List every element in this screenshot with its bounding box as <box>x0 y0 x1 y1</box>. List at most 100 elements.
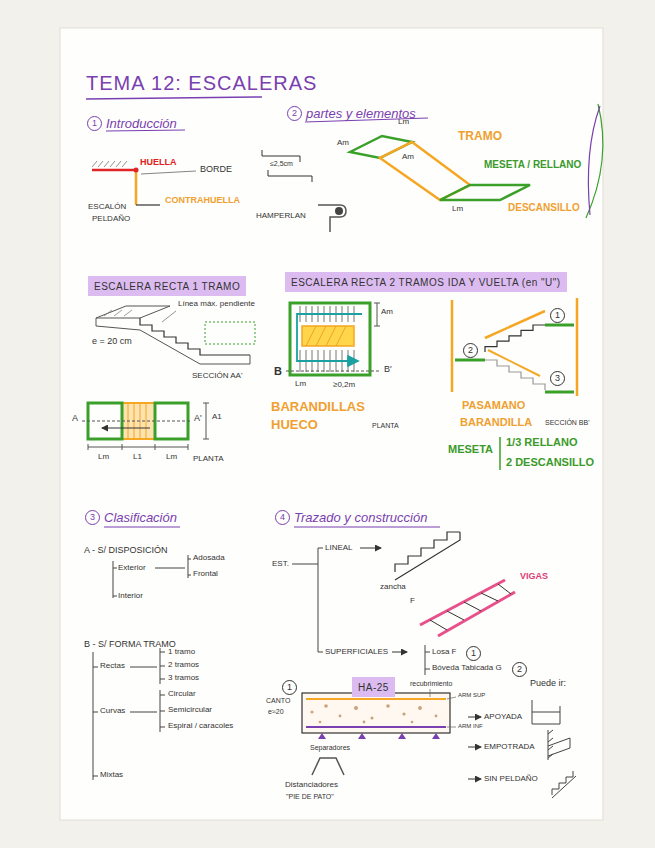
text-label: MESETA / RELLANO <box>484 159 581 170</box>
text-label: B' <box>384 365 392 375</box>
text-label: TRAMO <box>458 130 502 143</box>
text-label: Lm <box>295 380 306 389</box>
callout-number: 2 <box>463 341 478 359</box>
highlight-band: HA-25 <box>352 677 395 697</box>
section-heading: 4 Trazado y construcción <box>275 508 427 526</box>
text-label: A <box>72 414 78 424</box>
text-label: 1 tramo <box>168 648 195 657</box>
text-label: Lm <box>166 453 177 462</box>
text-label: EMPOTRADA <box>484 743 535 752</box>
text-label: BARANDILLA <box>460 416 532 428</box>
text-label: Espiral / caracoles <box>168 722 233 731</box>
circle-number: 1 <box>282 680 297 695</box>
text-label: A' <box>194 414 202 424</box>
section-heading: 2partes y elementos <box>287 104 416 122</box>
text-label: PELDAÑO <box>92 215 130 224</box>
text-label: PASAMANO <box>462 399 525 411</box>
text-label: MESETA <box>448 443 493 455</box>
text-label: HUELLA <box>140 158 177 168</box>
text-label: SUPERFICIALES <box>325 648 388 657</box>
callout-number: 1 <box>282 678 297 696</box>
text-label: HUECO <box>271 418 318 432</box>
node-text: Clasificación <box>104 510 177 525</box>
callout-number: 1 <box>466 644 481 662</box>
text-label: Am <box>381 308 393 317</box>
text-label: Am <box>402 153 414 162</box>
circle-number: 2 <box>287 106 302 121</box>
callout-number: 1 <box>550 306 565 324</box>
text-label: zancha <box>380 583 406 592</box>
text-label: PLANTA <box>193 455 224 464</box>
text-label: BARANDILLAS <box>271 400 365 414</box>
text-label: Circular <box>168 690 196 699</box>
text-label: Adosada <box>193 554 225 563</box>
node-text: ESCALERA RECTA 2 TRAMOS IDA Y VUELTA (en… <box>291 277 561 288</box>
text-label: CONTRAHUELLA <box>165 196 240 206</box>
highlight-band: ESCALERA RECTA 2 TRAMOS IDA Y VUELTA (en… <box>285 272 567 292</box>
text-label: Lm <box>452 205 463 214</box>
text-label: SIN PELDAÑO <box>484 775 538 784</box>
circle-number: 3 <box>550 371 565 386</box>
text-label: F <box>410 597 415 606</box>
text-label: Puede ir: <box>530 679 566 689</box>
highlight-band: ESCALERA RECTA 1 TRAMO <box>88 276 246 296</box>
text-label: 1/3 RELLANO <box>506 436 578 448</box>
text-label: "PIE DE PATO" <box>286 793 334 801</box>
text-label: ≤2,5cm <box>270 160 293 168</box>
node-text: ESCALERA RECTA 1 TRAMO <box>94 281 240 292</box>
text-label: Frontal <box>193 570 218 579</box>
section-heading: 3 Clasificación <box>85 508 177 526</box>
text-label: EST. <box>272 560 289 569</box>
text-label: 2 DESCANSILLO <box>506 456 594 468</box>
circle-number: 3 <box>85 510 100 525</box>
text-label: 2 tramos <box>168 661 199 670</box>
circle-number: 2 <box>463 343 478 358</box>
text-label: DESCANSILLO <box>508 202 580 213</box>
text-label: PLANTA <box>372 422 399 430</box>
circle-number: 4 <box>275 510 290 525</box>
text-label: Mixtas <box>100 771 123 780</box>
text-label: Losa F <box>432 648 456 657</box>
text-label: HAMPERLAN <box>256 212 306 221</box>
text-label: Curvas <box>100 707 125 716</box>
text-label: Lm <box>398 118 409 127</box>
text-label: LINEAL <box>325 544 353 553</box>
text-label: B - S/ FORMA TRAMO <box>84 640 176 650</box>
text-label: ARM INF <box>458 723 483 730</box>
circle-number: 2 <box>512 662 527 677</box>
node-text: HA-25 <box>358 682 389 693</box>
text-label: 3 tramos <box>168 674 199 683</box>
text-label: Rectas <box>100 662 125 671</box>
text-label: e≈20 <box>268 708 284 716</box>
text-label: Lm <box>98 453 109 462</box>
callout-number: 2 <box>512 660 527 678</box>
text-label: SECCIÓN AA' <box>192 372 242 381</box>
text-label: Exterior <box>118 564 146 573</box>
text-label: Am <box>337 139 349 148</box>
text-label: VIGAS <box>520 572 548 582</box>
text-label: ≥0,2m <box>333 381 355 390</box>
text-label: BORDE <box>200 165 232 175</box>
text-label: Línea máx. pendiente <box>178 300 255 309</box>
page-title: TEMA 12: ESCALERAS <box>86 72 317 95</box>
text-label: A - S/ DISPOSICIÓN <box>84 546 168 556</box>
text-label: Separadores <box>310 744 350 752</box>
text-label: Distanciadores <box>285 781 338 790</box>
node-text: Introducción <box>106 116 177 131</box>
section-heading: 1Introducción <box>87 114 177 132</box>
circle-number: 1 <box>550 308 565 323</box>
text-label: A1 <box>212 413 222 422</box>
text-label: APOYADA <box>484 713 522 722</box>
text-label: Bóveda Tabicada G <box>432 664 502 673</box>
circle-number: 1 <box>466 646 481 661</box>
text-label: ESCALÓN <box>88 203 126 212</box>
node-text: Trazado y construcción <box>294 510 427 525</box>
text-label: L1 <box>133 453 142 462</box>
callout-number: 3 <box>550 369 565 387</box>
text-label: SECCIÓN BB' <box>545 419 590 427</box>
text-label: CANTO <box>266 697 290 705</box>
text-label: Interior <box>118 592 143 601</box>
text-label: Semicircular <box>168 706 212 715</box>
text-label: B <box>274 365 282 377</box>
